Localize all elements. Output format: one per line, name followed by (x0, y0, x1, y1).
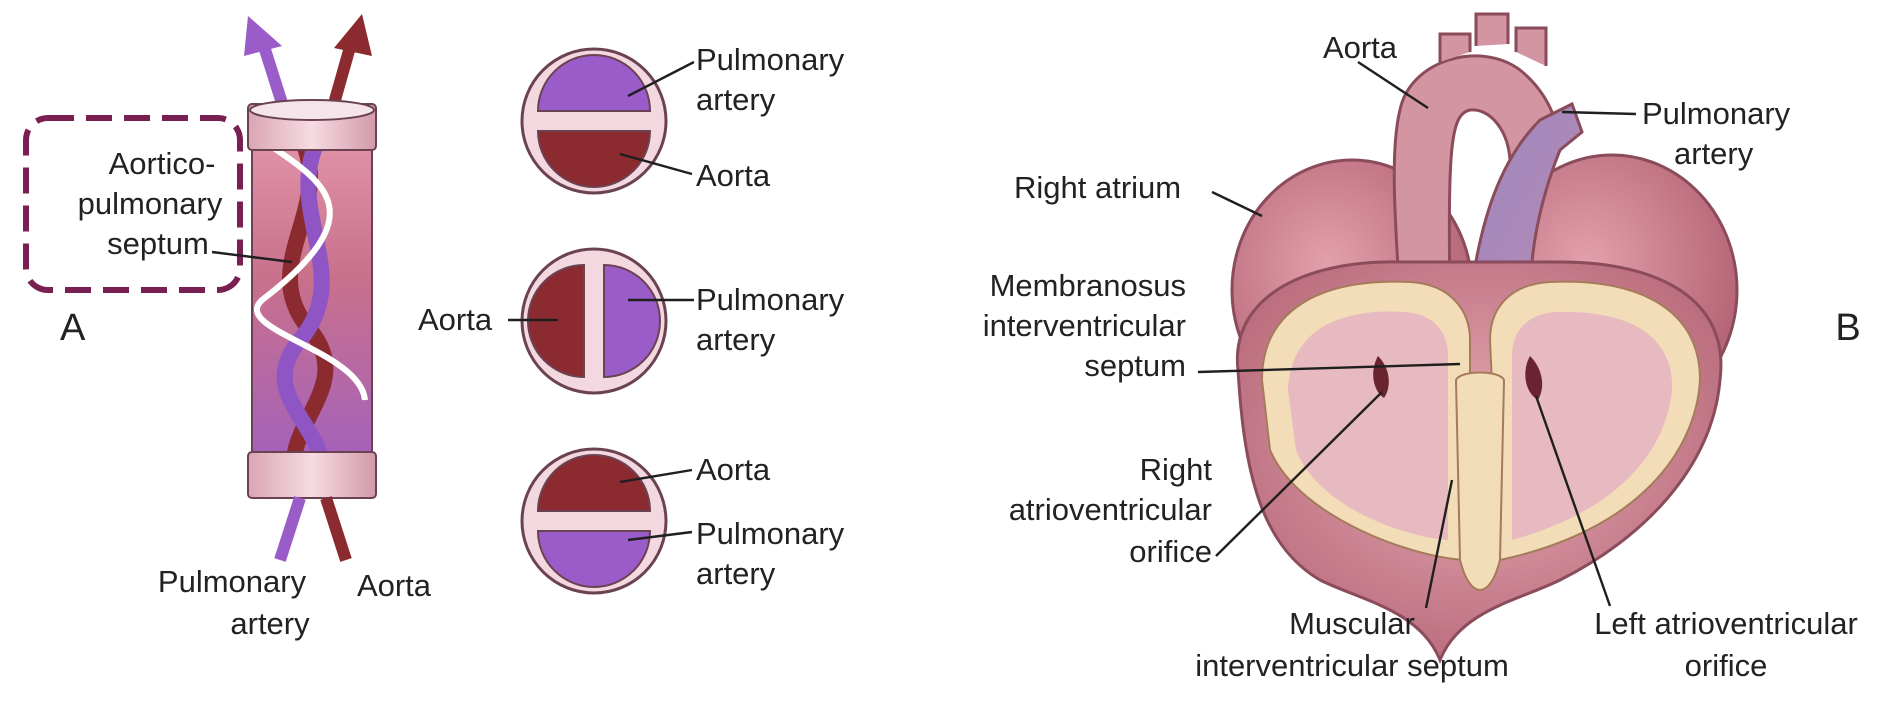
top-section-pulmonary-leader (627, 60, 695, 98)
aorticopulmonary-septum-label-line3: septum (107, 226, 209, 261)
muscular-septum-label-line1: Muscular (1289, 606, 1415, 641)
muscular-septum-label-line2: interventricular septum (1195, 648, 1509, 683)
top-section-pulmonary-label-line1: Pulmonary (696, 42, 845, 77)
pulmonary-arrow-head-top (244, 16, 282, 56)
left-av-orifice-shape (1525, 356, 1543, 400)
heart-pulmonary-label-line1: Pulmonary (1642, 96, 1791, 131)
aorticopulmonary-septum-label-line2: pulmonary (78, 186, 223, 221)
cross-section-top (520, 47, 668, 195)
middle-section-pulmonary-label-line2: artery (696, 322, 776, 357)
bottom-section-aorta-label: Aorta (696, 452, 771, 487)
muscular-septum-ridge (1454, 371, 1506, 591)
right-av-orifice-label-line3: orifice (1129, 534, 1212, 569)
pulmonary-arrow-shaft-bottom (274, 496, 306, 562)
membranous-septum-label-line1: Membranosus (990, 268, 1186, 303)
left-av-orifice-leader (1534, 395, 1612, 607)
right-atrium-leader (1211, 190, 1263, 218)
middle-section-aorta-label: Aorta (418, 302, 493, 337)
spiral-septum (254, 137, 368, 401)
tube-bottom-ring (247, 451, 377, 499)
top-section-aorta-leader (619, 152, 693, 176)
aorta-arrow-head-top (334, 14, 372, 56)
aorticopulmonary-septum-label-line1: Aortico- (109, 146, 216, 181)
bottom-section-pulmonary-leader (627, 530, 693, 542)
membranous-septum-label-line3: septum (1084, 348, 1186, 383)
left-ventricle-cavity (1512, 311, 1673, 540)
panel-a-letter: A (60, 307, 86, 349)
membranous-septum-label-line2: interventricular (983, 308, 1186, 343)
bottom-section-pulmonary-label-line2: artery (696, 556, 776, 591)
heart-aorta-label: Aorta (1323, 30, 1398, 65)
truncus-arteriosus-tube (244, 14, 377, 562)
middle-section-pulmonary-label-line1: Pulmonary (696, 282, 845, 317)
bottom-section-pulmonary-label-line1: Pulmonary (696, 516, 845, 551)
right-av-orifice-leader (1215, 391, 1383, 557)
septum-leader-line (211, 250, 293, 264)
heart-aorta-leader (1357, 60, 1429, 110)
heart-pulmonary-label-line2: artery (1674, 136, 1754, 171)
pulmonary-trunk (1468, 101, 1584, 302)
panel-a-pulmonary-label-line2: artery (230, 606, 310, 641)
tube-top-opening (249, 99, 375, 121)
membranous-septum-leader (1197, 362, 1461, 374)
top-section-pulmonary-label-line2: artery (696, 82, 776, 117)
aortic-arch-branches (1438, 12, 1548, 66)
right-av-orifice-label-line1: Right (1140, 452, 1213, 487)
bottom-section-aorta-leader (619, 468, 693, 484)
cross-section-bottom (520, 447, 668, 595)
aorta-vessel (1392, 54, 1562, 302)
heart-pulmonary-leader (1561, 110, 1637, 116)
panel-a-pulmonary-label-line1: Pulmonary (158, 564, 307, 599)
muscular-septum-leader (1424, 479, 1454, 609)
panel-b-letter: B (1835, 307, 1860, 349)
right-av-orifice-label-line2: atrioventricular (1009, 492, 1212, 527)
panel-a-aorta-label: Aorta (357, 568, 432, 603)
cross-section-middle (520, 247, 668, 395)
aorta-arrow-shaft-bottom (320, 496, 352, 562)
septum-label-highlight-box (23, 115, 243, 293)
left-av-orifice-label-line2: orifice (1685, 648, 1768, 683)
left-av-orifice-label-line1: Left atrioventricular (1594, 606, 1858, 641)
right-atrium-label: Right atrium (1014, 170, 1181, 205)
top-section-aorta-label: Aorta (696, 158, 771, 193)
